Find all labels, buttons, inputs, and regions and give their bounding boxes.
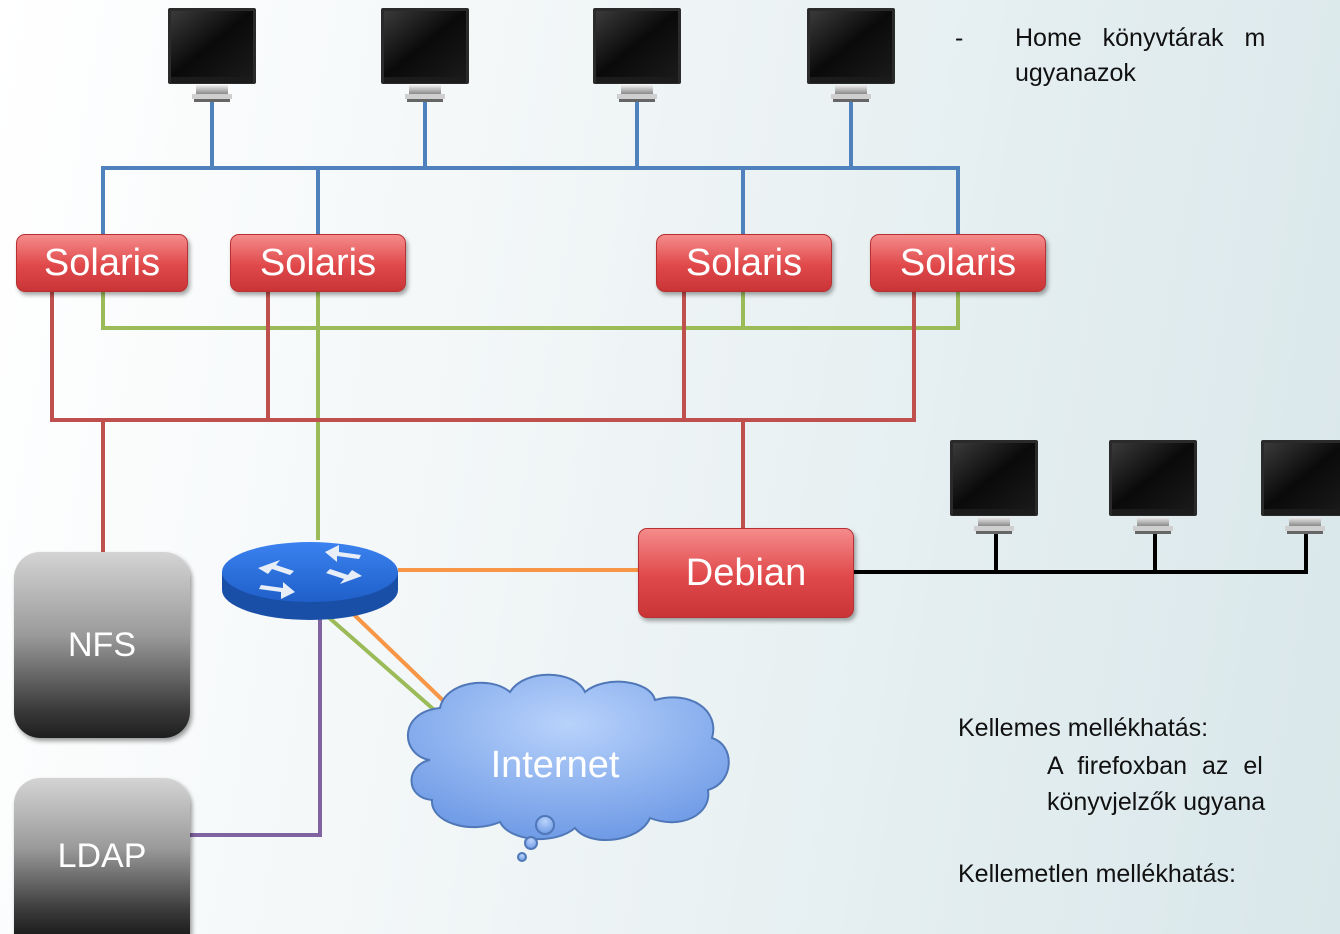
cloud-icon <box>406 673 730 862</box>
monitor-icon <box>381 8 469 102</box>
unpleasant-heading: Kellemetlen mellékhatás: <box>958 860 1236 888</box>
debian-node: Debian <box>638 528 854 618</box>
solaris-node-4: Solaris <box>870 234 1046 292</box>
blue-links <box>101 102 960 234</box>
monitor-icon <box>593 8 681 102</box>
pleasant-line-2: könyvjelzők ugyana <box>1047 788 1266 816</box>
solaris-node-2: Solaris <box>230 234 406 292</box>
monitor-icon <box>950 440 1038 534</box>
pleasant-heading: Kellemes mellékhatás: <box>958 714 1209 742</box>
monitor-icon <box>807 8 895 102</box>
monitor-icon <box>1109 440 1197 534</box>
internet-label: Internet <box>491 744 620 786</box>
monitor-icon <box>1261 440 1340 534</box>
ldap-server: LDAP <box>14 778 190 934</box>
bullet-line-2: ugyanazok <box>1015 59 1136 87</box>
solaris-node-1: Solaris <box>16 234 188 292</box>
red-links <box>50 292 916 552</box>
black-links <box>852 532 1308 574</box>
orange-links <box>343 568 640 714</box>
router-icon <box>222 542 398 620</box>
monitor-icon <box>168 8 256 102</box>
bullet-line-1: Home könyvtárak m <box>1015 24 1266 52</box>
solaris-node-3: Solaris <box>656 234 832 292</box>
purple-link <box>190 612 322 837</box>
bullet-dash: - <box>955 24 964 52</box>
green-links <box>101 290 960 717</box>
pleasant-line-1: A firefoxban az el <box>1047 752 1263 780</box>
nfs-server: NFS <box>14 552 190 738</box>
